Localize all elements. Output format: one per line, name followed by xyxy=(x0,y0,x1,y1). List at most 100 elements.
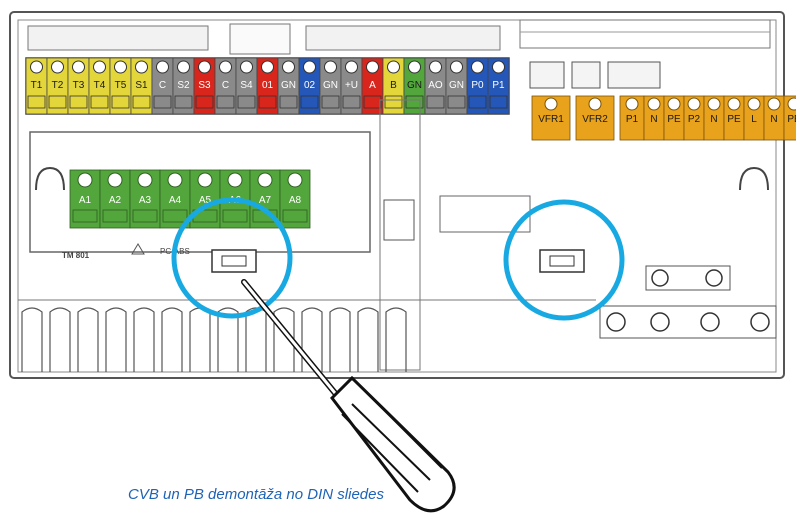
cable-entry-slot xyxy=(385,307,407,372)
terminal-ao: AO xyxy=(424,57,447,115)
terminal-plusu: +U xyxy=(340,57,363,115)
terminal-t4: T4 xyxy=(88,57,111,115)
power-terminal-label: PE xyxy=(727,114,741,125)
screwdriver-icon xyxy=(241,279,456,513)
terminal-c: C xyxy=(214,57,237,115)
top-rail-right xyxy=(519,19,771,49)
terminal-b: B xyxy=(382,57,405,115)
top-pin-header-right xyxy=(305,25,501,51)
terminal-label: T5 xyxy=(115,80,127,91)
power-terminal-label: VFR2 xyxy=(582,114,608,125)
power-terminal-label: P2 xyxy=(688,114,701,125)
terminal-t2: T2 xyxy=(46,57,69,115)
din-clip-left-slot xyxy=(221,255,247,267)
cable-entry-slot xyxy=(273,307,295,372)
top-pin-header-left xyxy=(27,25,209,51)
module-terminal-label: A4 xyxy=(169,195,182,206)
module-terminal-a1: A1 xyxy=(69,169,101,229)
terminal-s4: S4 xyxy=(235,57,258,115)
terminal-label: S2 xyxy=(177,80,190,91)
din-clip-right xyxy=(539,249,585,273)
power-terminal-label: VFR1 xyxy=(538,114,564,125)
power-terminal-pe: PE xyxy=(723,95,745,141)
module-terminal-a4: A4 xyxy=(159,169,191,229)
cable-entry-slot xyxy=(133,307,155,372)
terminal-01: 01 xyxy=(256,57,279,115)
cable-entry-slot xyxy=(161,307,183,372)
power-terminal-label: L xyxy=(751,114,757,125)
terminal-label: GN xyxy=(323,80,338,91)
module-terminal-a8: A8 xyxy=(279,169,311,229)
module-terminal-a2: A2 xyxy=(99,169,131,229)
power-terminal-n: N xyxy=(763,95,785,141)
power-terminal-label: P1 xyxy=(626,114,639,125)
highlight-circle-left xyxy=(171,197,293,319)
power-terminal-label: N xyxy=(650,114,657,125)
terminal-label: C xyxy=(222,80,229,91)
module-terminal-label: A5 xyxy=(199,195,212,206)
power-terminal-n: N xyxy=(703,95,725,141)
power-terminal-vfr1: VFR1 xyxy=(531,95,571,141)
cable-entry-slot xyxy=(77,307,99,372)
cable-entry-slot xyxy=(329,307,351,372)
terminal-label: GN xyxy=(407,80,422,91)
terminal-p1: P1 xyxy=(487,57,510,115)
terminal-label: S3 xyxy=(198,80,211,91)
terminal-t3: T3 xyxy=(67,57,90,115)
terminal-label: 01 xyxy=(262,80,274,91)
terminal-t1: T1 xyxy=(25,57,48,115)
terminal-label: P1 xyxy=(492,80,505,91)
power-terminal-p1: P1 xyxy=(619,95,645,141)
module-terminal-a3: A3 xyxy=(129,169,161,229)
power-terminal-p2: P2 xyxy=(683,95,705,141)
relay-sockets xyxy=(529,61,661,89)
terminal-02: 02 xyxy=(298,57,321,115)
terminal-label: 02 xyxy=(304,80,316,91)
caption: CVB un PB demontāža no DIN sliedes xyxy=(128,486,384,503)
recycle-icon xyxy=(131,243,145,255)
terminal-label: GN xyxy=(449,80,464,91)
terminal-t5: T5 xyxy=(109,57,132,115)
terminal-label: A xyxy=(369,80,376,91)
terminal-label: +U xyxy=(345,80,358,91)
terminal-gn: GN xyxy=(277,57,300,115)
terminal-label: T3 xyxy=(73,80,85,91)
center-latch xyxy=(383,199,415,241)
module-terminal-label: A8 xyxy=(289,195,302,206)
terminal-label: T4 xyxy=(94,80,106,91)
top-pin-header-middle xyxy=(229,23,291,55)
housing-inner-border xyxy=(17,19,777,373)
module-terminal-label: A1 xyxy=(79,195,92,206)
din-clip-left xyxy=(211,249,257,273)
terminal-label: T2 xyxy=(52,80,64,91)
cable-entry-slot xyxy=(357,307,379,372)
terminal-s1: S1 xyxy=(130,57,153,115)
terminal-label: C xyxy=(159,80,166,91)
terminal-label: P0 xyxy=(471,80,484,91)
power-terminal-label: N xyxy=(710,114,717,125)
power-terminal-label: PE xyxy=(787,114,796,125)
terminal-p0: P0 xyxy=(466,57,489,115)
power-terminal-label: N xyxy=(770,114,777,125)
terminal-s2: S2 xyxy=(172,57,195,115)
module-label: TM 801 xyxy=(62,251,90,260)
center-channel xyxy=(379,99,421,371)
terminal-label: B xyxy=(390,80,397,91)
cable-entry-slot xyxy=(301,307,323,372)
terminal-gn: GN xyxy=(319,57,342,115)
cable-entry-slot xyxy=(21,307,43,372)
module-terminal-label: A3 xyxy=(139,195,152,206)
terminal-a: A xyxy=(361,57,384,115)
cable-entry-slot xyxy=(105,307,127,372)
module-terminal-label: A7 xyxy=(259,195,272,206)
power-terminal-l: L xyxy=(743,95,765,141)
din-clip-right-slot xyxy=(549,255,575,267)
terminal-gn: GN xyxy=(403,57,426,115)
terminal-label: S4 xyxy=(240,80,253,91)
power-terminal-pe: PE xyxy=(783,95,796,141)
terminal-c: C xyxy=(151,57,174,115)
cable-glands xyxy=(599,265,777,339)
